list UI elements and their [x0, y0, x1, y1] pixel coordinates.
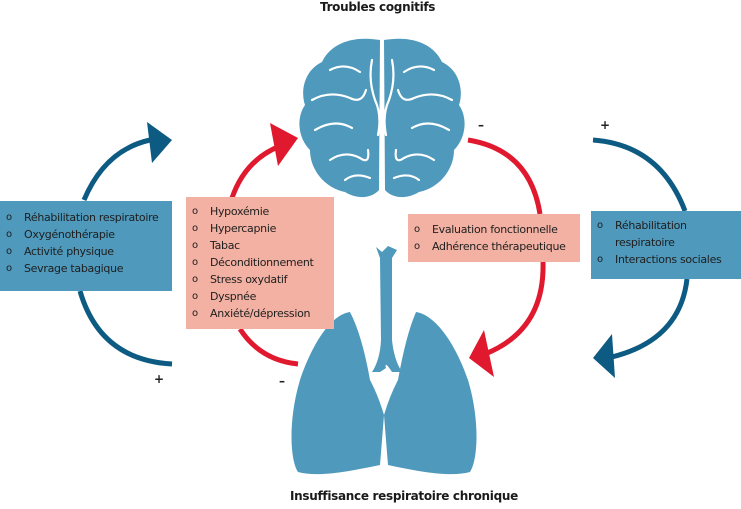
sign-plus-left: +	[154, 372, 165, 386]
list-item: Evaluation fonctionnelle	[408, 221, 580, 238]
mid-right-red-arrow-top	[467, 137, 543, 215]
list-item: Réhabilitation respiratoire	[591, 217, 741, 251]
mid-right-red-arrow-bottom	[484, 261, 546, 357]
brain-icon	[299, 38, 465, 198]
center-red-arrow-bottom	[237, 327, 299, 367]
sign-plus-right: +	[600, 118, 611, 132]
mid-right-red-arrowhead	[469, 330, 494, 377]
right-cycle-arrow-bottom	[611, 278, 690, 360]
left-cycle-arrow-bottom	[77, 290, 173, 367]
title-cognitive-disorders: Troubles cognitifs	[320, 0, 436, 14]
list-item: Stress oxydatif	[186, 271, 334, 288]
box-consequences: Evaluation fonctionnelle Adhérence théra…	[408, 214, 580, 262]
sign-minus-mid-right: –	[478, 118, 484, 132]
title-chronic-respiratory-failure: Insuffisance respiratoire chronique	[290, 489, 518, 503]
box-interventions-left: Réhabilitation respiratoire Oxygénothéra…	[0, 201, 172, 291]
center-red-arrow	[229, 143, 281, 199]
list-item: Sevrage tabagique	[0, 260, 172, 277]
list-item: Hypercapnie	[186, 220, 334, 237]
right-cycle-arrowhead	[593, 334, 615, 378]
list-item: Dyspnée	[186, 288, 334, 305]
box-interventions-right: Réhabilitation respiratoire Interactions…	[591, 211, 741, 279]
lungs-icon	[291, 246, 477, 475]
list-item: Hypoxémie	[186, 203, 334, 220]
list-item: Oxygénothérapie	[0, 226, 172, 243]
list-item: Activité physique	[0, 243, 172, 260]
left-cycle-arrow-top	[81, 137, 151, 201]
list-item: Adhérence thérapeutique	[408, 238, 580, 255]
list-item: Déconditionnement	[186, 254, 334, 271]
left-cycle-arrowhead	[147, 122, 172, 163]
sign-minus-center: –	[279, 374, 285, 388]
box-risk-factors: Hypoxémie Hypercapnie Tabac Déconditionn…	[186, 197, 334, 329]
list-item: Interactions sociales	[591, 251, 741, 268]
list-item: Tabac	[186, 237, 334, 254]
right-cycle-arrow-top	[592, 137, 688, 212]
center-red-arrowhead	[270, 123, 298, 166]
list-item: Anxiété/dépression	[186, 305, 334, 322]
list-item: Réhabilitation respiratoire	[0, 209, 172, 226]
